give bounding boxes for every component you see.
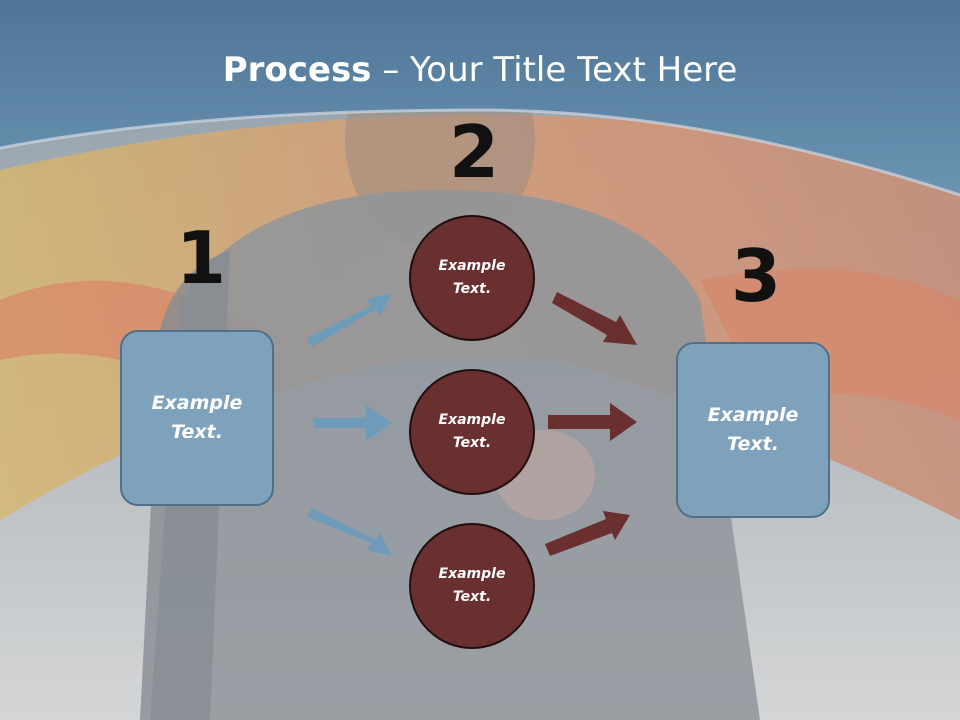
right-text-box: Example Text. [676, 342, 830, 518]
circle-bottom-line2: Text. [452, 589, 492, 605]
circle-bottom-line1: Example [438, 566, 506, 582]
red-arrow-up [545, 511, 630, 556]
title-rest: – Your Title Text Here [371, 50, 738, 90]
step-number-1: 1 [176, 216, 227, 300]
left-box-line2: Text. [171, 421, 223, 443]
right-box-line1: Example [707, 404, 799, 426]
circle-bottom: Example Text. [409, 523, 535, 649]
circle-middle-line1: Example [438, 412, 506, 428]
red-arrow-middle [548, 403, 637, 441]
right-box-line2: Text. [727, 433, 779, 455]
step-number-3: 3 [731, 234, 782, 318]
slide-title: Process – Your Title Text Here [0, 50, 960, 90]
title-bold: Process [222, 50, 372, 90]
blue-arrow-up [307, 293, 392, 347]
blue-arrow-middle [314, 405, 392, 441]
left-box-line1: Example [151, 392, 243, 414]
step-number-2: 2 [449, 110, 500, 194]
circle-middle: Example Text. [409, 369, 535, 495]
circle-middle-line2: Text. [452, 435, 492, 451]
circle-top-line1: Example [438, 258, 506, 274]
left-text-box: Example Text. [120, 330, 274, 506]
circle-top: Example Text. [409, 215, 535, 341]
blue-arrow-down [307, 508, 392, 556]
red-arrow-down [552, 292, 637, 345]
circle-top-line2: Text. [452, 281, 492, 297]
